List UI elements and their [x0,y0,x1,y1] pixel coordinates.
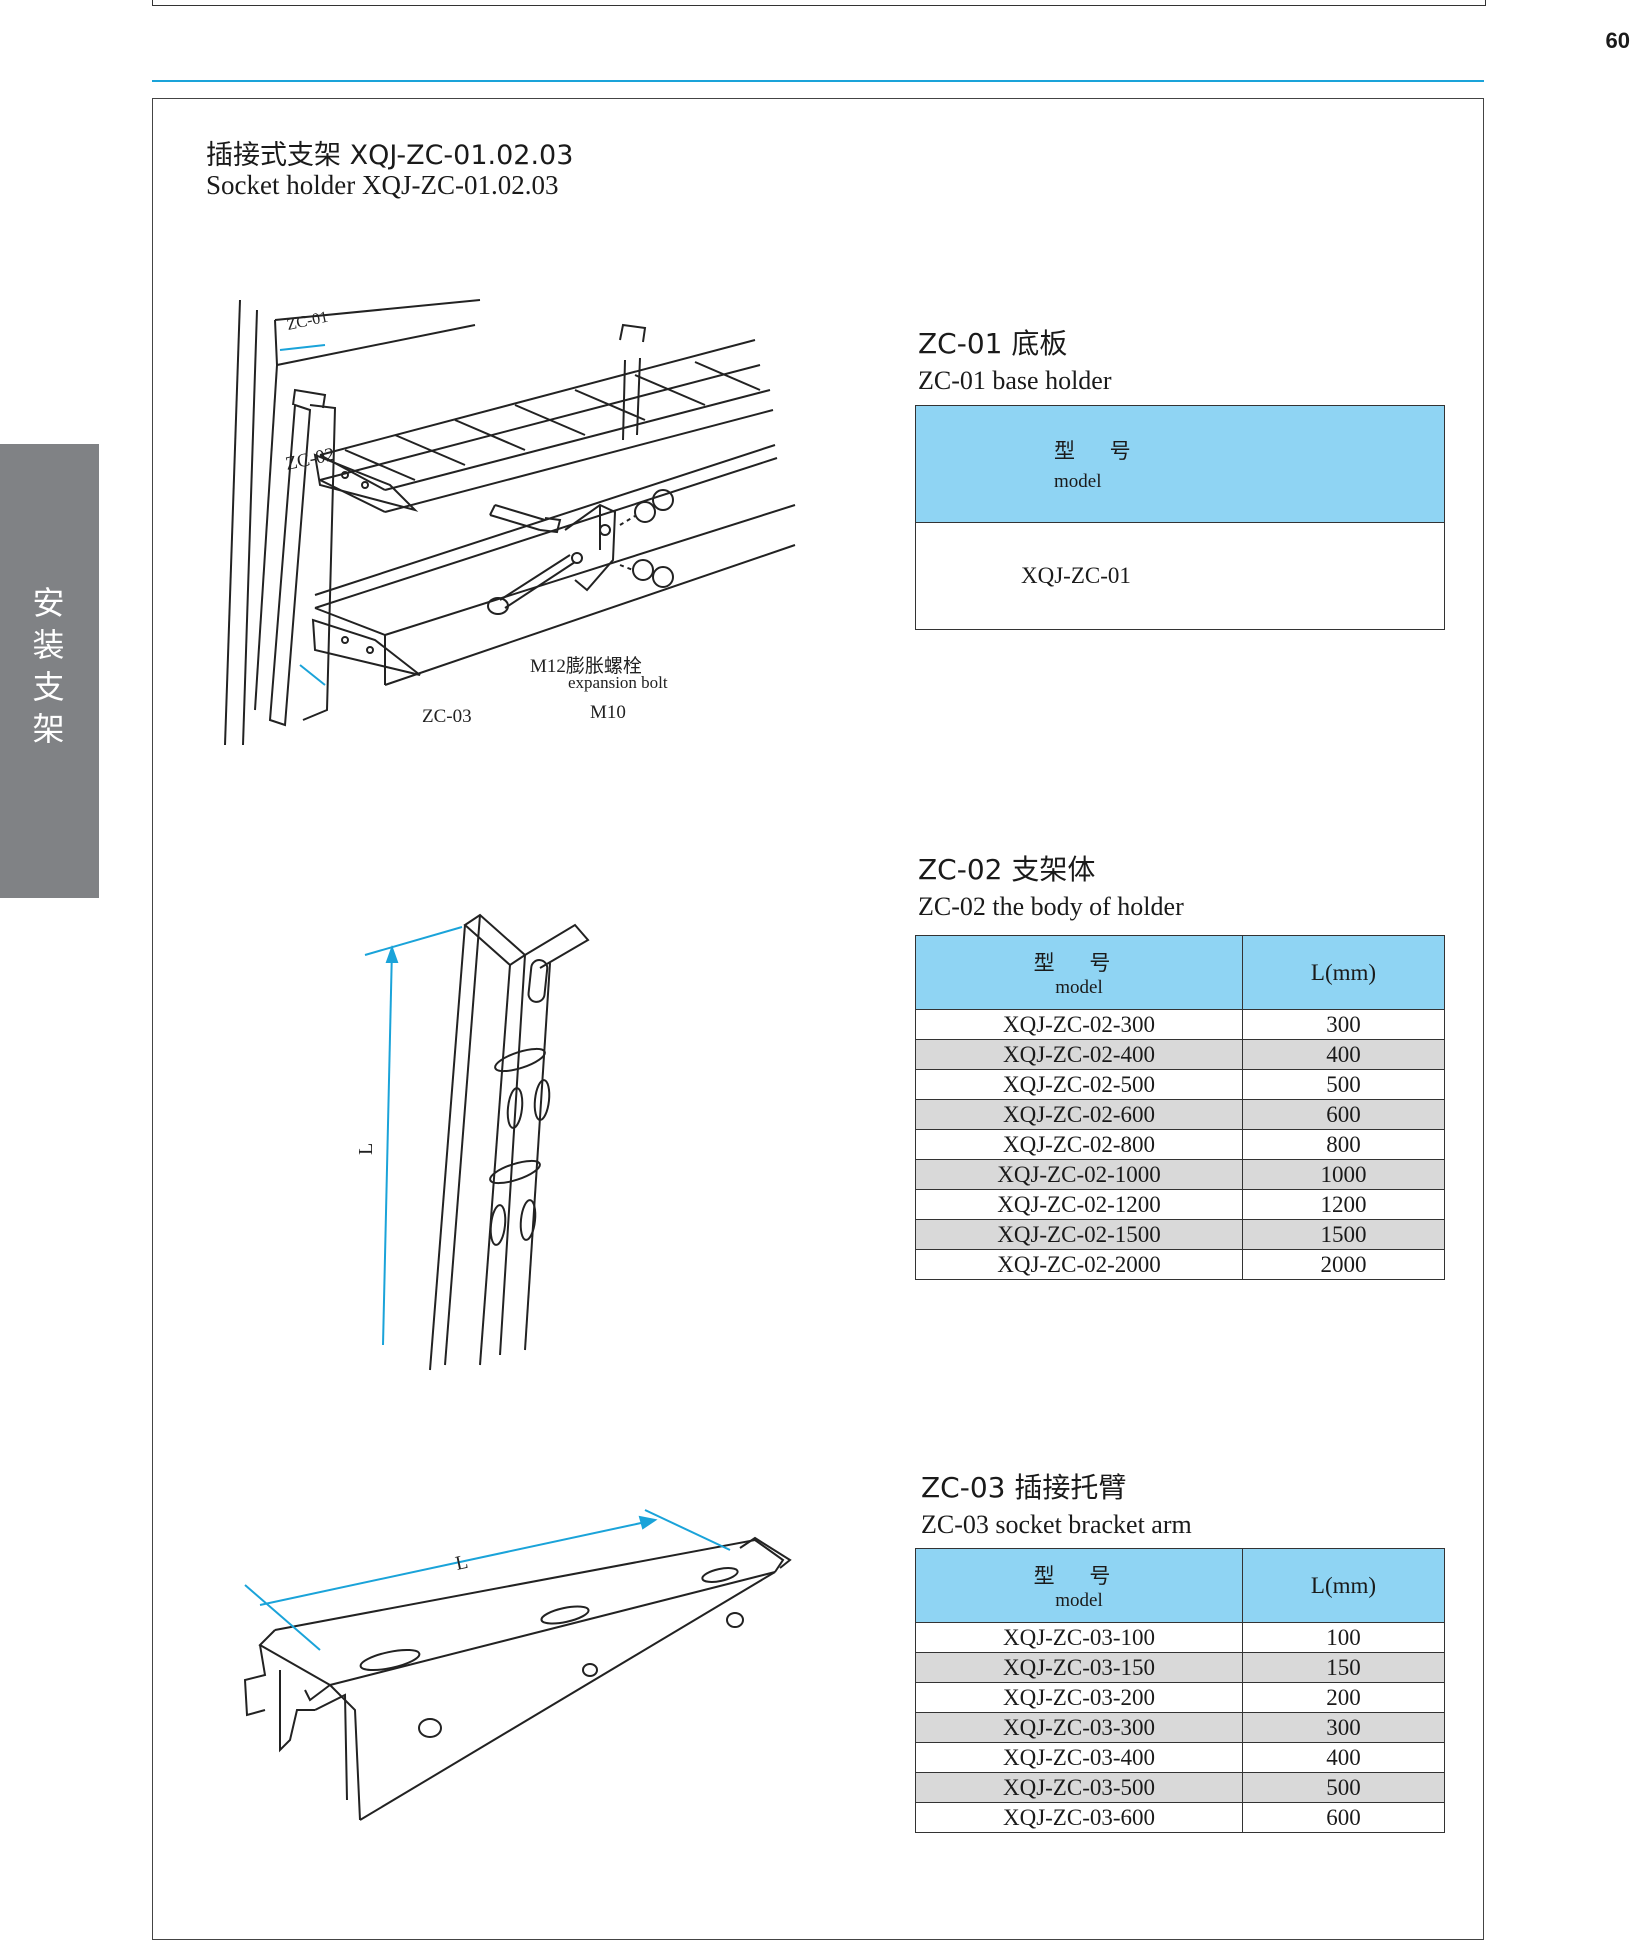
zc02-length-cell: 300 [1242,1009,1445,1040]
page-title-en: Socket holder XQJ-ZC-01.02.03 [206,170,559,200]
zc03-length-cell: 600 [1242,1802,1445,1833]
zc03-heading: ZC-03 插接托臂 [921,1471,1127,1504]
zc03-model-cell: XQJ-ZC-03-300 [915,1712,1243,1743]
assembly-diagram: ZC-01 ZC-02 ZC-03 M12膨胀螺栓 expansion bolt… [224,299,796,746]
side-tab[interactable]: 安装支架 [0,444,99,898]
zc01-subheading: ZC-01 base holder [918,366,1112,395]
zc02-heading: ZC-02 支架体 [918,853,1096,886]
zc03-length-cell: 500 [1242,1772,1445,1803]
svg-text:M12膨胀螺栓: M12膨胀螺栓 [530,655,642,677]
zc01-table: 型 号 model XQJ-ZC-01 [915,405,1445,630]
page-number: 60 [1605,28,1630,53]
zc03-length-cell: 300 [1242,1712,1445,1743]
zc02-length-cell: 500 [1242,1069,1445,1100]
side-tab-text: 安装支架 [32,584,67,748]
svg-text:ZC-03: ZC-03 [422,706,472,727]
zc03-length-header: L(mm) [1242,1548,1445,1623]
content-frame [152,98,1484,1940]
zc01-model-value: XQJ-ZC-01 [915,522,1445,630]
zc03-length-cell: 400 [1242,1742,1445,1773]
zc03-model-cell: XQJ-ZC-03-400 [915,1742,1243,1773]
svg-text:L: L [355,1143,377,1155]
zc02-length-cell: 800 [1242,1129,1445,1160]
zc02-length-cell: 400 [1242,1039,1445,1070]
zc03-subheading: ZC-03 socket bracket arm [921,1510,1192,1539]
zc02-length-cell: 2000 [1242,1249,1445,1280]
svg-text:ZC-01: ZC-01 [285,309,329,334]
zc02-model-cell: XQJ-ZC-02-2000 [915,1249,1243,1280]
zc02-length-header: L(mm) [1242,935,1445,1010]
holder-body-diagram: L [355,913,590,1371]
zc02-model-cell: XQJ-ZC-02-300 [915,1009,1243,1040]
svg-text:expansion bolt: expansion bolt [568,673,668,692]
zc02-model-cell: XQJ-ZC-02-1200 [915,1189,1243,1220]
zc01-heading: ZC-01 底板 [918,327,1068,360]
zc03-length-cell: 200 [1242,1682,1445,1713]
zc02-length-cell: 1200 [1242,1189,1445,1220]
zc03-model-header: 型 号 model [915,1548,1243,1623]
side-tab-label: 安装支架 [0,582,99,750]
zc03-model-cell: XQJ-ZC-03-600 [915,1802,1243,1833]
top-frame-edge [152,0,1486,6]
zc03-length-cell: 100 [1242,1622,1445,1653]
bracket-arm-diagram: L [243,1509,792,1821]
zc02-length-cell: 1500 [1242,1219,1445,1250]
zc03-model-cell: XQJ-ZC-03-500 [915,1772,1243,1803]
zc02-length-cell: 600 [1242,1099,1445,1130]
zc02-model-cell: XQJ-ZC-02-400 [915,1039,1243,1070]
page-title-cn: 插接式支架 XQJ-ZC-01.02.03 [206,140,574,171]
header-rule [152,80,1484,82]
zc03-length-cell: 150 [1242,1652,1445,1683]
zc02-model-cell: XQJ-ZC-02-800 [915,1129,1243,1160]
zc02-model-cell: XQJ-ZC-02-500 [915,1069,1243,1100]
zc02-model-cell: XQJ-ZC-02-1000 [915,1159,1243,1190]
zc02-model-cell: XQJ-ZC-02-600 [915,1099,1243,1130]
zc03-model-cell: XQJ-ZC-03-200 [915,1682,1243,1713]
zc02-length-cell: 1000 [1242,1159,1445,1190]
zc03-model-cell: XQJ-ZC-03-100 [915,1622,1243,1653]
zc02-model-cell: XQJ-ZC-02-1500 [915,1219,1243,1250]
zc01-model-header: 型 号 model [915,405,1445,523]
zc03-model-cell: XQJ-ZC-03-150 [915,1652,1243,1683]
zc02-subheading: ZC-02 the body of holder [918,892,1184,921]
svg-text:L: L [453,1551,470,1575]
zc02-model-header: 型 号 model [915,935,1243,1010]
svg-text:M10: M10 [590,702,626,723]
